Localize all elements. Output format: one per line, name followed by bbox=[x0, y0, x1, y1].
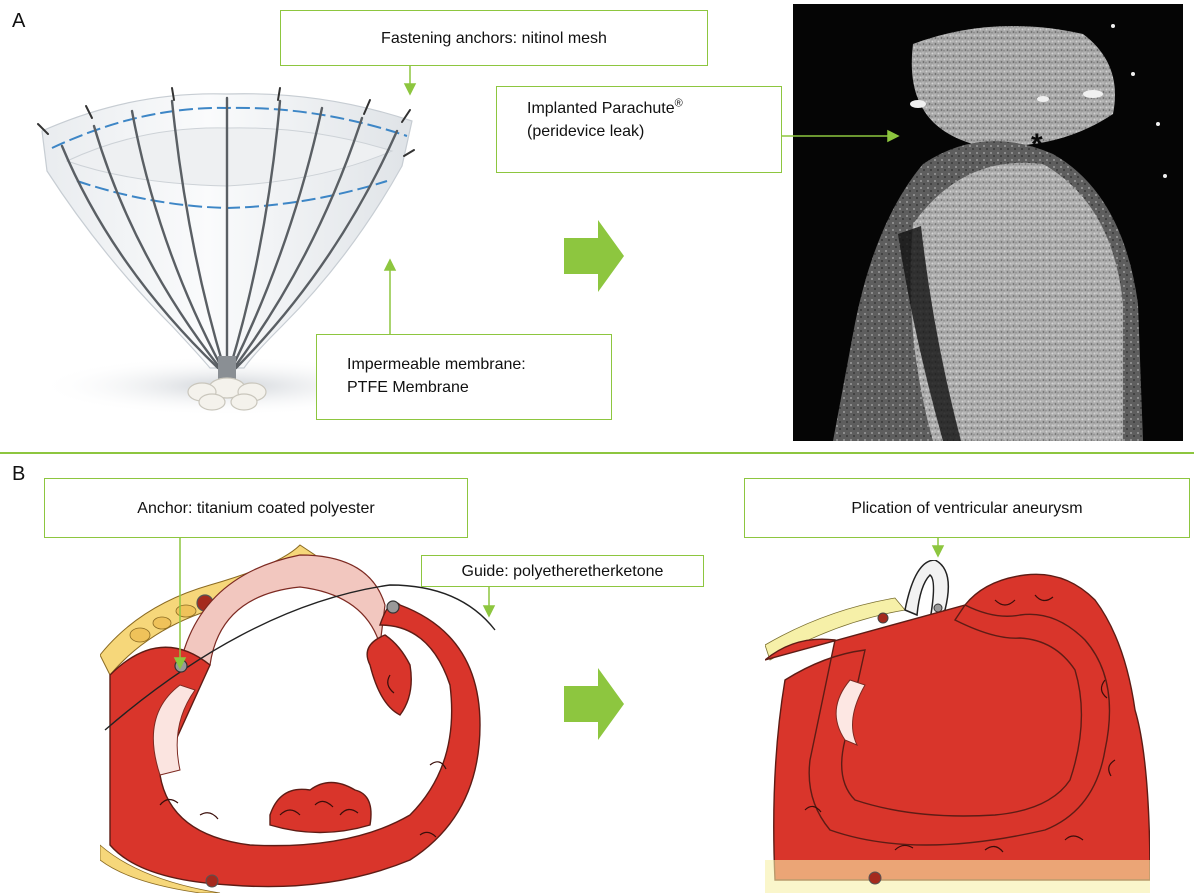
arrowhead-icon bbox=[888, 131, 898, 141]
arrowhead-icon bbox=[933, 546, 943, 556]
arrowhead-icon bbox=[405, 84, 415, 94]
right-arrow-icon bbox=[564, 220, 624, 292]
arrowhead-icon bbox=[484, 606, 494, 616]
arrowhead-icon bbox=[385, 260, 395, 270]
arrowhead-icon bbox=[175, 658, 185, 668]
right-arrow-icon bbox=[564, 668, 624, 740]
